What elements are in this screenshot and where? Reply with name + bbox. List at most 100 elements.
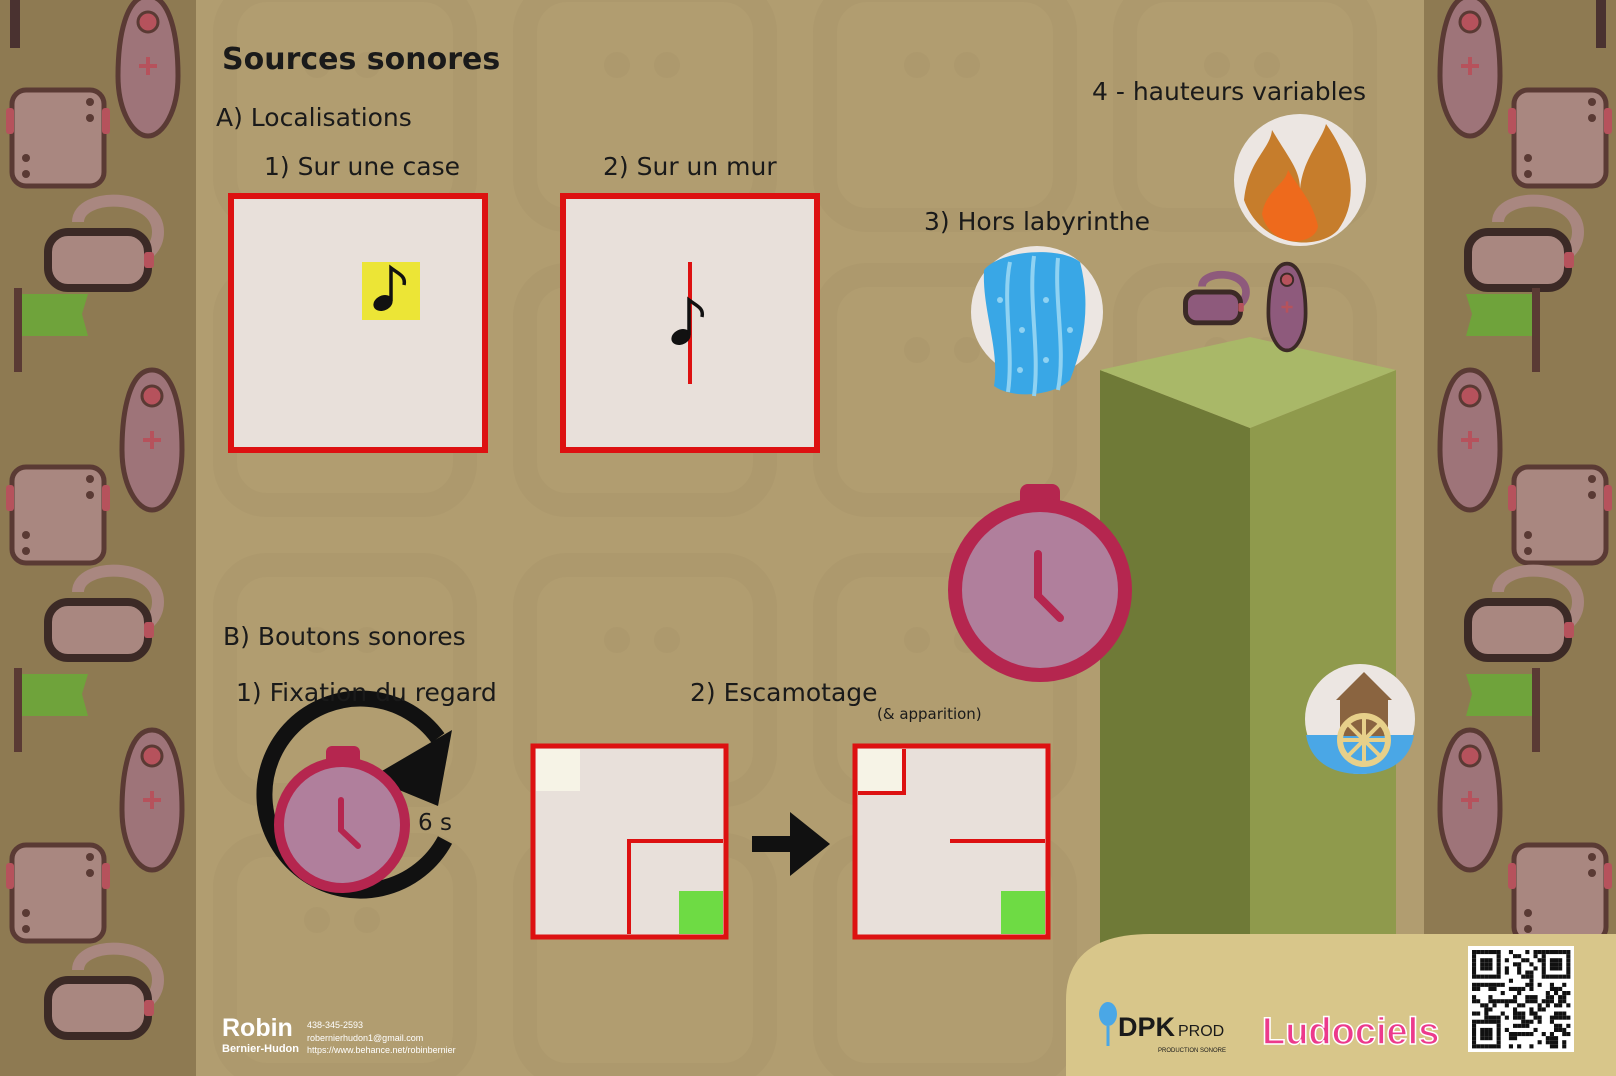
qr-cell [1545, 1040, 1550, 1045]
qr-cell [1562, 1015, 1567, 1020]
qr-cell [1480, 1036, 1485, 1041]
qr-cell [1533, 995, 1538, 1000]
qr-cell [1484, 1019, 1489, 1024]
qr-cell [1525, 970, 1530, 975]
qr-cell [1549, 999, 1554, 1004]
qr-cell [1562, 1040, 1567, 1045]
qr-cell [1476, 974, 1481, 979]
qr-cell [1549, 1032, 1554, 1037]
qr-cell [1480, 1027, 1485, 1032]
switch-console-icon [6, 90, 110, 186]
qr-cell [1562, 1032, 1567, 1037]
pillar [1100, 337, 1396, 980]
qr-cell [1488, 966, 1493, 971]
qr-cell [1476, 986, 1481, 991]
switch-console-icon [1508, 90, 1612, 186]
qr-cell [1484, 1027, 1489, 1032]
qr-cell [1558, 999, 1563, 1004]
qr-cell [1562, 991, 1567, 996]
qr-cell [1537, 1003, 1542, 1008]
qr-cell [1533, 999, 1538, 1004]
qr-cell [1549, 1019, 1554, 1024]
qr-cell [1488, 1032, 1493, 1037]
qr-cell [1496, 958, 1501, 963]
qr-cell [1549, 950, 1554, 955]
qr-cell [1472, 962, 1477, 967]
music-note-icon [373, 264, 407, 312]
qr-cell [1492, 974, 1497, 979]
dpk-logo-prod: PROD [1178, 1023, 1224, 1040]
dpk-logo: DPK PROD PRODUCTION SONORE [1118, 1012, 1226, 1054]
qr-cell [1508, 1036, 1513, 1041]
qr-cell [1504, 966, 1509, 971]
panel-sur-un-mur [560, 193, 820, 453]
qr-cell [1480, 982, 1485, 987]
qr-cell [1521, 1032, 1526, 1037]
qr-cell [1521, 974, 1526, 979]
qr-cell [1504, 1015, 1509, 1020]
qr-cell [1496, 974, 1501, 979]
qr-cell [1496, 950, 1501, 955]
qr-cell [1492, 1003, 1497, 1008]
qr-cell [1562, 974, 1567, 979]
qr-cell [1554, 1023, 1559, 1028]
qr-cell [1554, 1011, 1559, 1016]
qr-cell [1558, 974, 1563, 979]
qr-cell [1492, 1044, 1497, 1049]
qr-cell [1549, 958, 1554, 963]
qr-cell [1554, 1027, 1559, 1032]
qr-cell [1529, 982, 1534, 987]
qr-cell [1480, 950, 1485, 955]
qr-cell [1549, 986, 1554, 991]
panel-escamotage-apres [852, 743, 1051, 940]
qr-cell [1496, 962, 1501, 967]
qr-cell [1517, 970, 1522, 975]
qr-cell [1472, 986, 1477, 991]
vr-controller-icon [1266, 261, 1308, 353]
qr-cell [1541, 958, 1546, 963]
qr-cell [1508, 986, 1513, 991]
section-a-item1: 1) Sur une case [264, 152, 460, 181]
qr-cell [1492, 999, 1497, 1004]
qr-cell [1484, 1007, 1489, 1012]
qr-cell [1562, 1044, 1567, 1049]
qr-cell [1562, 995, 1567, 1000]
section-a-item4: 4 - hauteurs variables [1092, 77, 1366, 106]
qr-cell [1521, 1023, 1526, 1028]
qr-cell [1558, 966, 1563, 971]
qr-cell [1558, 958, 1563, 963]
qr-cell [1488, 1015, 1493, 1020]
qr-cell [1508, 950, 1513, 955]
qr-cell [1517, 954, 1522, 959]
qr-cell [1517, 1015, 1522, 1020]
qr-cell [1558, 995, 1563, 1000]
qr-cell [1545, 950, 1550, 955]
qr-cell [1488, 1007, 1493, 1012]
qr-cell [1562, 950, 1567, 955]
left-sidebar [0, 0, 196, 1076]
qr-cell [1529, 986, 1534, 991]
qr-cell [1525, 950, 1530, 955]
qr-cell [1558, 950, 1563, 955]
qr-cell [1496, 954, 1501, 959]
qr-cell [1472, 954, 1477, 959]
qr-cell [1549, 1044, 1554, 1049]
qr-cell [1504, 970, 1509, 975]
qr-cell [1537, 1019, 1542, 1024]
qr-cell [1496, 966, 1501, 971]
right-sidebar [1424, 0, 1616, 1076]
qr-cell [1554, 974, 1559, 979]
arrow-right-icon [752, 812, 830, 876]
qr-cell [1537, 982, 1542, 987]
qr-cell [1500, 999, 1505, 1004]
switch-console-icon [6, 467, 110, 563]
qr-cell [1525, 1019, 1530, 1024]
qr-cell [1554, 950, 1559, 955]
qr-cell [1472, 966, 1477, 971]
qr-cell [1541, 954, 1546, 959]
qr-cell [1472, 1032, 1477, 1037]
qr-cell [1558, 1015, 1563, 1020]
qr-cell [1558, 1011, 1563, 1016]
qr-cell [1566, 950, 1571, 955]
